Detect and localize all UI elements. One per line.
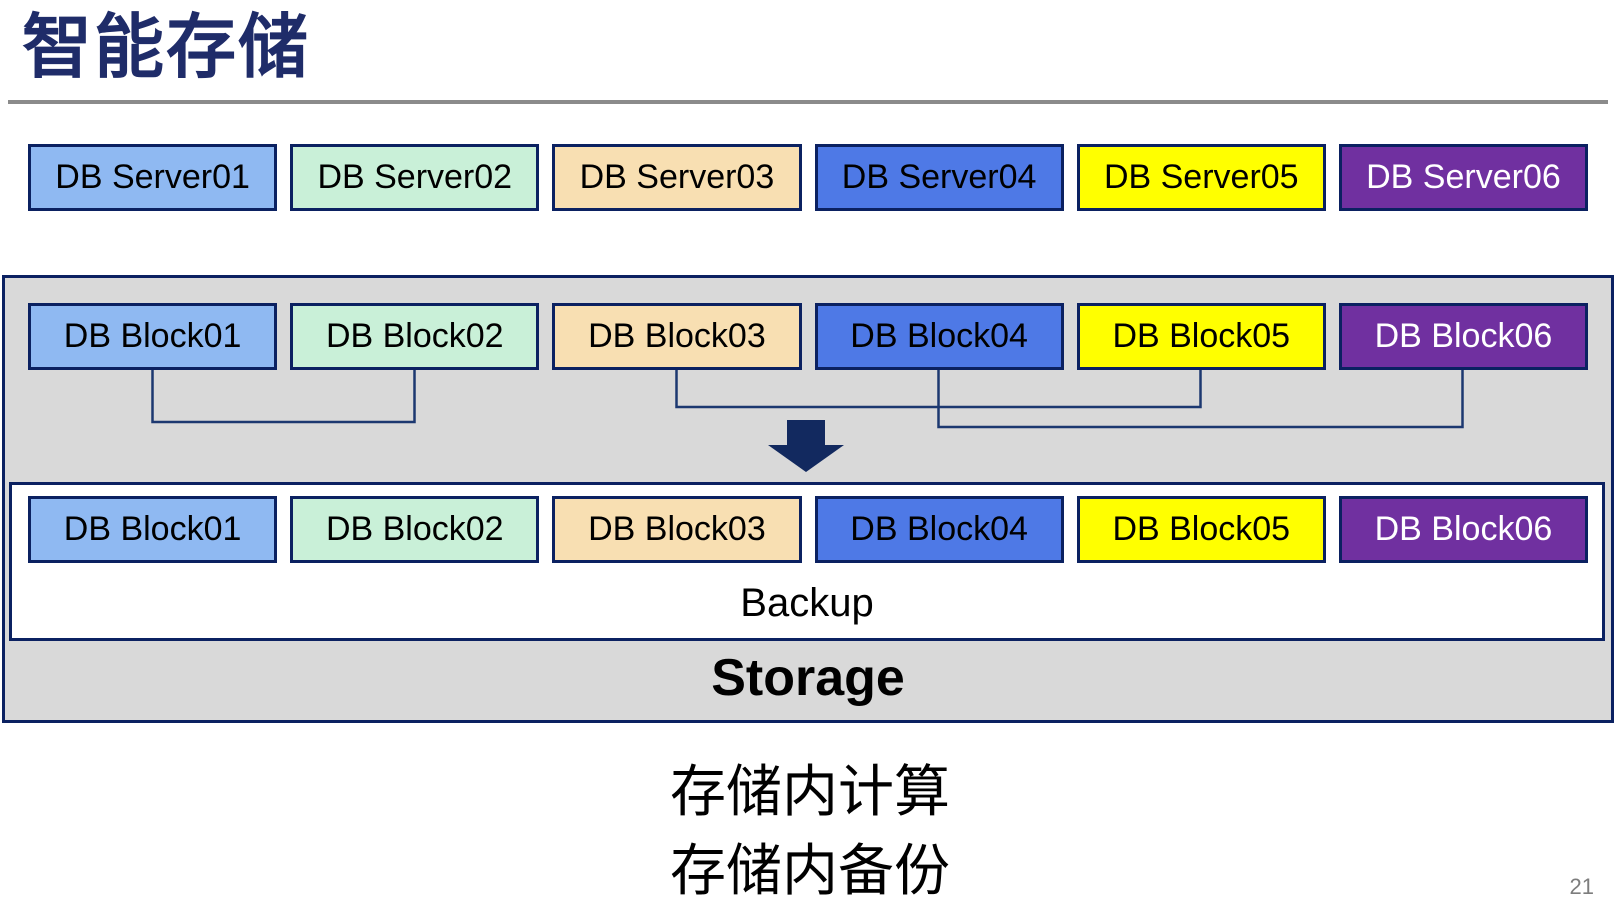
db-server01-box: DB Server01 [28,144,278,211]
top-db-block02-box: DB Block02 [290,303,540,370]
db-server04-box: DB Server04 [814,144,1064,211]
storage-label: Storage [711,649,905,707]
caption-line1: 存储内计算 [670,760,950,823]
top-db-block06-box: DB Block06 [1338,303,1589,370]
db-block-row-top: DB Block01 DB Block02 DB Block03 DB Bloc… [28,303,1589,370]
db-server02-box: DB Server02 [290,144,540,211]
backup-db-block01-box: DB Block01 [28,496,278,563]
backup-db-block05-box: DB Block05 [1076,496,1326,563]
top-db-block03-box: DB Block03 [552,303,802,370]
slide-title: 智能存储 [22,8,310,86]
backup-db-block03-box: DB Block03 [552,496,802,563]
backup-db-block06-box: DB Block06 [1338,496,1589,563]
caption-text: 存储内计算 存储内备份 [0,752,1620,910]
db-server05-box: DB Server05 [1076,144,1326,211]
top-db-block04-box: DB Block04 [814,303,1064,370]
caption-line2: 存储内备份 [670,839,950,902]
page-number: 21 [1569,874,1594,899]
db-block-row-backup: DB Block01 DB Block02 DB Block03 DB Bloc… [28,496,1589,563]
backup-db-block04-box: DB Block04 [814,496,1064,563]
backup-db-block02-box: DB Block02 [290,496,540,563]
title-underline [8,100,1608,104]
db-server-row: DB Server01 DB Server02 DB Server03 DB S… [28,144,1589,211]
db-server03-box: DB Server03 [552,144,802,211]
db-server06-box: DB Server06 [1338,144,1589,211]
top-db-block05-box: DB Block05 [1076,303,1326,370]
backup-label: Backup [740,581,874,625]
top-db-block01-box: DB Block01 [28,303,278,370]
